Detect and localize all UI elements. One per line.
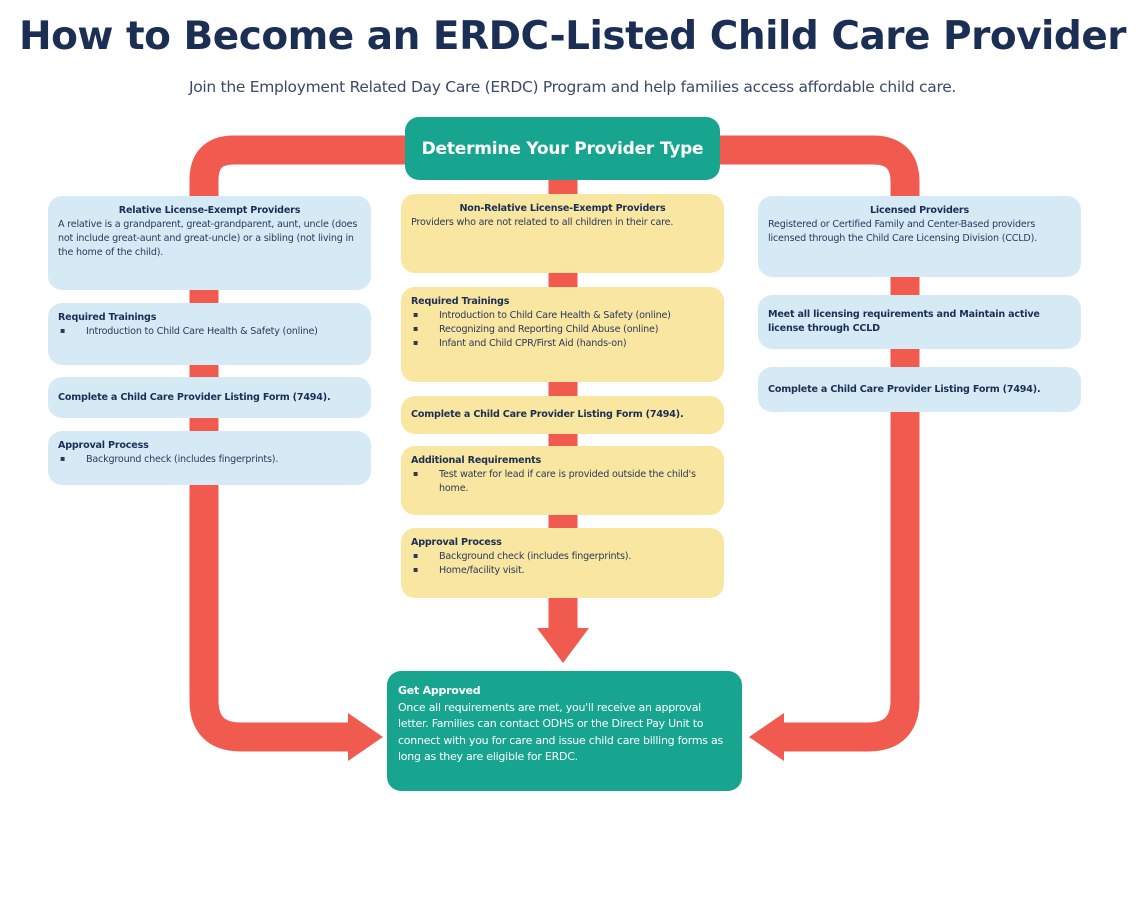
- non-relative-listing-form: Complete a Child Care Provider Listing F…: [411, 409, 684, 421]
- left-arrowhead-icon: [348, 713, 383, 761]
- non-relative-additional-heading: Additional Requirements: [411, 455, 541, 466]
- relative-listing-form: Complete a Child Care Provider Listing F…: [58, 391, 331, 403]
- non-relative-approval-card: Approval Process Background check (inclu…: [401, 528, 724, 598]
- relative-approval-item: Background check (includes fingerprints)…: [58, 453, 361, 467]
- relative-trainings-heading: Required Trainings: [58, 312, 157, 323]
- non-relative-training-item: Recognizing and Reporting Child Abuse (o…: [411, 323, 714, 337]
- licensed-description: Registered or Certified Family and Cente…: [768, 218, 1037, 244]
- non-relative-provider-card: Non-Relative License-Exempt Providers Pr…: [401, 194, 724, 273]
- non-relative-approval-item: Home/facility visit.: [411, 564, 714, 578]
- page-subtitle: Join the Employment Related Day Care (ER…: [188, 78, 957, 96]
- non-relative-additional-card: Additional Requirements Test water for l…: [401, 446, 724, 515]
- licensed-requirements: Meet all licensing requirements and Main…: [768, 309, 1040, 334]
- relative-trainings-card: Required Trainings Introduction to Child…: [48, 303, 371, 365]
- relative-training-item: Introduction to Child Care Health & Safe…: [58, 325, 361, 339]
- non-relative-approval-item: Background check (includes fingerprints)…: [411, 550, 714, 564]
- non-relative-trainings-heading: Required Trainings: [411, 296, 510, 307]
- licensed-requirements-card: Meet all licensing requirements and Main…: [758, 295, 1081, 349]
- get-approved-heading: Get Approved: [398, 684, 481, 697]
- determine-provider-type-node: Determine Your Provider Type: [405, 117, 720, 180]
- licensed-title: Licensed Providers: [870, 205, 969, 216]
- relative-provider-card: Relative License-Exempt Providers A rela…: [48, 196, 371, 290]
- relative-approval-heading: Approval Process: [58, 440, 149, 451]
- relative-listing-form-card: Complete a Child Care Provider Listing F…: [48, 377, 371, 418]
- non-relative-additional-item: Test water for lead if care is provided …: [411, 468, 714, 496]
- left-branch-arrow: [189, 135, 420, 752]
- non-relative-approval-heading: Approval Process: [411, 537, 502, 548]
- licensed-listing-form: Complete a Child Care Provider Listing F…: [768, 383, 1041, 395]
- non-relative-listing-form-card: Complete a Child Care Provider Listing F…: [401, 396, 724, 434]
- get-approved-text: Once all requirements are met, you'll re…: [398, 700, 723, 764]
- licensed-listing-form-card: Complete a Child Care Provider Listing F…: [758, 367, 1081, 412]
- get-approved-node: Get Approved Once all requirements are m…: [387, 671, 742, 791]
- down-arrowhead-icon: [537, 628, 589, 663]
- non-relative-trainings-card: Required Trainings Introduction to Child…: [401, 287, 724, 382]
- non-relative-training-item: Infant and Child CPR/First Aid (hands-on…: [411, 337, 714, 351]
- right-arrowhead-icon: [749, 713, 784, 761]
- page-title: How to Become an ERDC-Listed Child Care …: [18, 14, 1127, 59]
- non-relative-description: Providers who are not related to all chi…: [411, 216, 674, 228]
- right-branch-arrow: [705, 135, 920, 752]
- relative-description: A relative is a grandparent, great-grand…: [58, 218, 358, 258]
- relative-approval-card: Approval Process Background check (inclu…: [48, 431, 371, 485]
- relative-title: Relative License-Exempt Providers: [118, 205, 301, 216]
- licensed-provider-card: Licensed Providers Registered or Certifi…: [758, 196, 1081, 277]
- non-relative-training-item: Introduction to Child Care Health & Safe…: [411, 309, 714, 323]
- non-relative-title: Non-Relative License-Exempt Providers: [459, 203, 666, 214]
